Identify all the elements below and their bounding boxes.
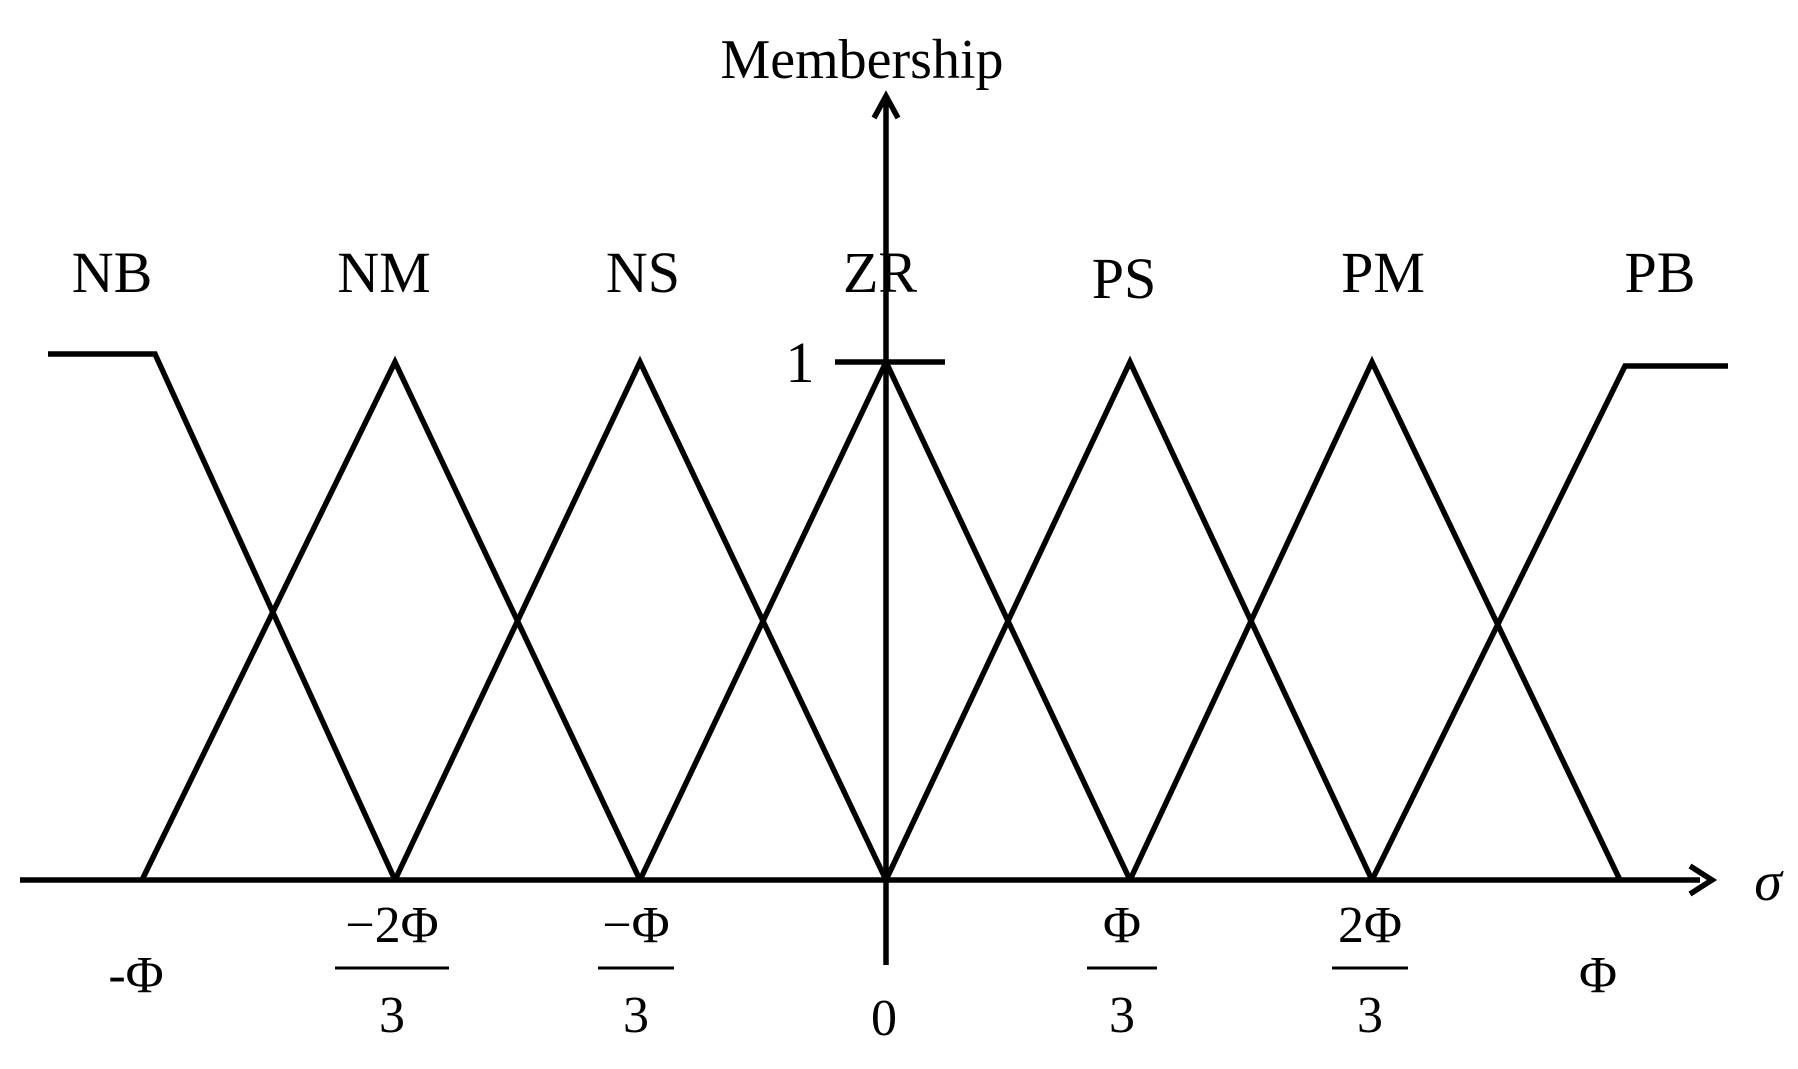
set-labels: NB NM NS ZR PS PM PB: [72, 240, 1696, 311]
x-tick-label-6: Φ: [1579, 947, 1617, 1004]
membership-curve-pm: [1127, 355, 1623, 882]
x-tick-fraction-1: −2Φ 3: [335, 897, 449, 1044]
membership-curve-pb: [1369, 363, 1728, 882]
set-label-nm: NM: [337, 240, 430, 305]
x-axis-label: σ: [1754, 851, 1784, 913]
x-tick-fraction-5: 2Φ 3: [1332, 897, 1408, 1044]
x-tick-denominator: 3: [1357, 987, 1383, 1044]
x-tick-numerator: 2Φ: [1338, 897, 1402, 954]
set-label-ns: NS: [606, 240, 680, 305]
y-tick-one-label: 1: [786, 330, 815, 395]
membership-curve-ps: [883, 355, 1375, 882]
x-tick-numerator: Φ: [1103, 897, 1141, 954]
x-tick-denominator: 3: [1109, 987, 1135, 1044]
x-tick-numerator: −2Φ: [345, 897, 438, 954]
x-tick-denominator: 3: [379, 987, 405, 1044]
set-label-pb: PB: [1625, 240, 1696, 305]
set-label-zr: ZR: [843, 240, 917, 305]
x-tick-fraction-4: Φ3: [1087, 897, 1157, 1044]
set-label-nb: NB: [72, 240, 153, 305]
x-tick-label-3: 0: [871, 990, 897, 1047]
x-tick-numerator: −Φ: [602, 897, 669, 954]
membership-curve-nb: [48, 351, 398, 882]
x-tick-fraction-2: −Φ 3: [598, 897, 674, 1044]
x-tick-label-0: -Φ: [108, 947, 163, 1004]
y-axis-label: Membership: [720, 29, 1003, 91]
y-axis-arrowhead: [871, 90, 901, 120]
set-label-ps: PS: [1092, 246, 1157, 311]
x-tick-denominator: 3: [623, 987, 649, 1044]
membership-curves: [48, 351, 1728, 882]
membership-curve-zr: [637, 355, 1133, 882]
membership-curve-nm: [139, 355, 643, 882]
axes: [20, 90, 1718, 965]
membership-curve-ns: [392, 355, 889, 882]
x-axis-arrowhead: [1688, 863, 1718, 897]
set-label-pm: PM: [1341, 240, 1425, 305]
